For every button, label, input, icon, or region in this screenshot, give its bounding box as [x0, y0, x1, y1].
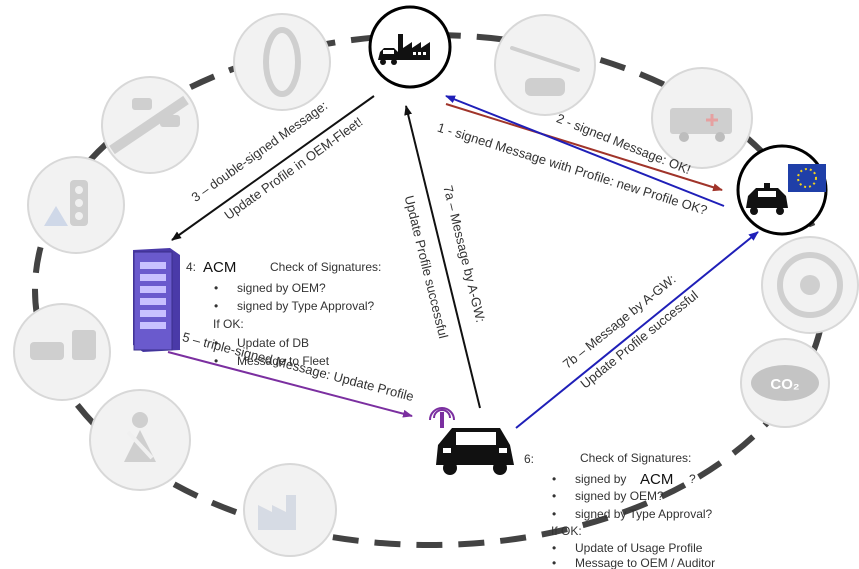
- tire-icon: [233, 13, 331, 111]
- car-action-item: Update of Usage Profile: [575, 541, 703, 555]
- svg-text:•: •: [214, 336, 218, 350]
- factory-icon[interactable]: [368, 5, 452, 89]
- car-step-number: 6:: [524, 452, 534, 466]
- arrow-5: [167, 351, 413, 418]
- traffic-light-icon: [27, 156, 125, 254]
- svg-text:•: •: [552, 489, 556, 503]
- acm-action-item: Message to Fleet: [237, 354, 330, 368]
- arrow-2: [445, 95, 725, 207]
- highway-icon: [101, 76, 199, 174]
- car-check-block: 6: Check of Signatures: • signed by ACM …: [524, 451, 715, 569]
- server-icon[interactable]: [133, 248, 180, 352]
- wrench-icon: [494, 14, 596, 116]
- wheel-icon: [761, 236, 859, 334]
- ambulance-icon: [651, 67, 753, 169]
- car-action-item: Message to OEM / Auditor: [575, 556, 715, 569]
- factory-ghost-icon: [243, 463, 337, 557]
- svg-text:•: •: [214, 281, 218, 295]
- arrow-7a: [404, 105, 481, 409]
- acm-check-item: signed by OEM?: [237, 281, 326, 295]
- car-check-item: signed by OEM?: [575, 489, 664, 503]
- svg-text:•: •: [214, 299, 218, 313]
- arrow-7b: [515, 231, 759, 429]
- co2-cloud-icon: CO₂: [740, 338, 830, 428]
- car-check-acm: ACM: [640, 471, 673, 488]
- acm-heading: Check of Signatures:: [270, 260, 381, 274]
- svg-text:•: •: [552, 472, 556, 486]
- car-check-item-post: ?: [689, 472, 696, 486]
- car-wash-icon: [13, 303, 111, 401]
- seatbelt-icon: [89, 389, 191, 491]
- car-check-item: signed by Type Approval?: [575, 507, 713, 521]
- acm-action-item: Update of DB: [237, 336, 309, 350]
- car-check-item-pre: signed by: [575, 472, 626, 486]
- svg-text:•: •: [552, 507, 556, 521]
- svg-text:•: •: [214, 354, 218, 368]
- acm-name: ACM: [203, 259, 236, 276]
- co2-label: CO₂: [770, 376, 799, 393]
- acm-check-item: signed by Type Approval?: [237, 299, 375, 313]
- acm-ifok: If OK:: [213, 317, 244, 331]
- svg-text:•: •: [552, 556, 556, 569]
- edge-label-7a-2: Update Profile successful: [402, 194, 452, 340]
- arrow-1: [445, 103, 723, 192]
- eu-flag-icon: [788, 164, 826, 192]
- svg-text:•: •: [552, 541, 556, 555]
- car-ifok: If OK:: [551, 524, 582, 538]
- arrow-3: [171, 95, 375, 241]
- acm-step-number: 4:: [186, 260, 196, 274]
- acm-check-block: 4: ACM Check of Signatures: • signed by …: [186, 259, 381, 368]
- car-heading: Check of Signatures:: [580, 451, 691, 465]
- connected-car-icon[interactable]: [429, 407, 514, 475]
- edge-label-7a-1: 7a – Message by A-GW:: [440, 184, 488, 324]
